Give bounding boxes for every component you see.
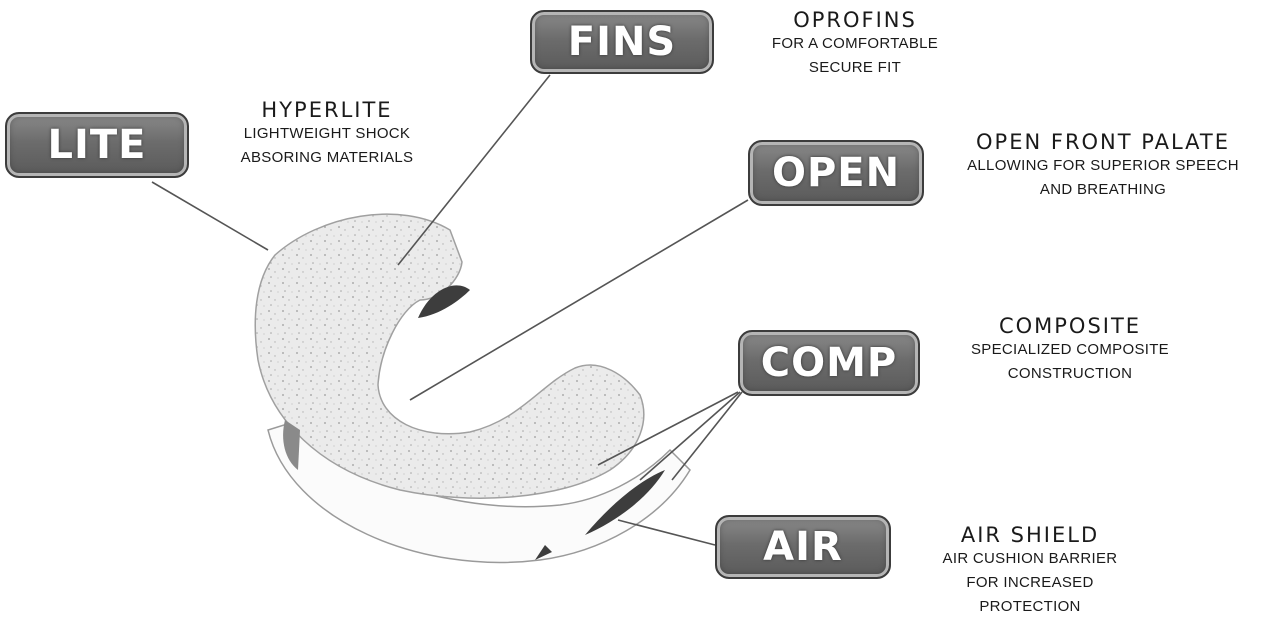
oprofins-line-1: FOR A COMFORTABLE — [735, 32, 975, 56]
open-front-palate-title: OPEN FRONT PALATE — [922, 130, 1284, 154]
composite-title: COMPOSITE — [925, 314, 1215, 338]
badge-open: OPEN — [748, 140, 924, 206]
callout-hyperlite: HYPERLITE LIGHTWEIGHT SHOCK ABSORING MAT… — [212, 98, 442, 170]
badge-fins: FINS — [530, 10, 714, 74]
air-shield-title: AIR SHIELD — [915, 523, 1145, 547]
air-shield-line-3: PROTECTION — [915, 595, 1145, 619]
badge-comp: COMP — [738, 330, 920, 396]
leader-air — [618, 520, 715, 545]
air-shield-line-2: FOR INCREASED — [915, 571, 1145, 595]
hyperlite-title: HYPERLITE — [212, 98, 442, 122]
oprofins-title: OPROFINS — [735, 8, 975, 32]
hyperlite-line-1: LIGHTWEIGHT SHOCK — [212, 122, 442, 146]
composite-line-2: CONSTRUCTION — [925, 362, 1215, 386]
badge-lite: LITE — [5, 112, 189, 178]
open-front-palate-line-1: ALLOWING FOR SUPERIOR SPEECH — [922, 154, 1284, 178]
hyperlite-line-2: ABSORING MATERIALS — [212, 146, 442, 170]
air-shield-line-1: AIR CUSHION BARRIER — [915, 547, 1145, 571]
callout-open-front-palate: OPEN FRONT PALATE ALLOWING FOR SUPERIOR … — [922, 130, 1284, 202]
leader-lite — [152, 182, 268, 250]
badge-air: AIR — [715, 515, 891, 579]
callout-composite: COMPOSITE SPECIALIZED COMPOSITE CONSTRUC… — [925, 314, 1215, 386]
callout-air-shield: AIR SHIELD AIR CUSHION BARRIER FOR INCRE… — [915, 523, 1145, 619]
open-front-palate-line-2: AND BREATHING — [922, 178, 1284, 202]
composite-line-1: SPECIALIZED COMPOSITE — [925, 338, 1215, 362]
leader-comp-3 — [672, 392, 742, 480]
oprofins-line-2: SECURE FIT — [735, 56, 975, 80]
callout-oprofins: OPROFINS FOR A COMFORTABLE SECURE FIT — [735, 8, 975, 80]
